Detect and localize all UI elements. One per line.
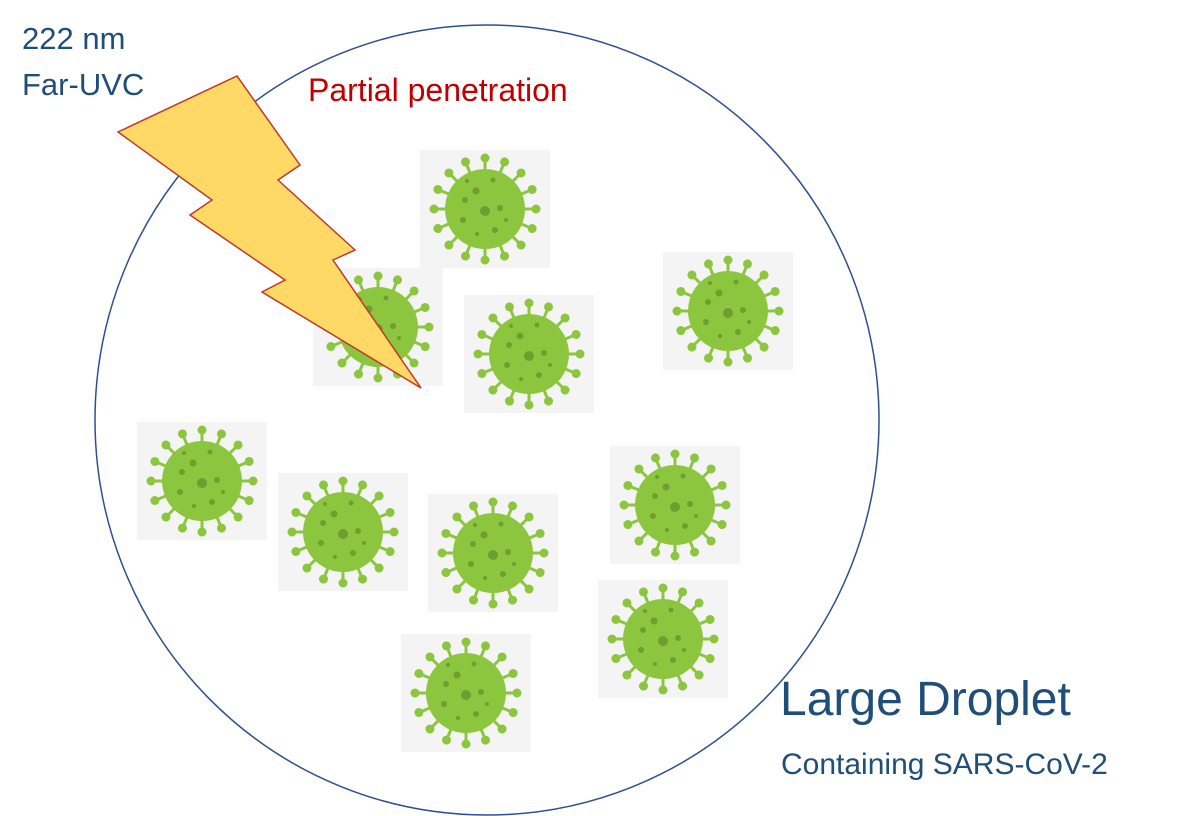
partial-penetration-label: Partial penetration xyxy=(308,72,568,108)
sars-cov-2-virus-icon xyxy=(608,444,742,566)
sars-cov-2-virus-icon xyxy=(426,492,560,614)
sars-cov-2-virus-icon xyxy=(399,632,533,754)
far-uvc-lightning-bolt xyxy=(116,75,422,389)
sars-cov-2-virus-icon xyxy=(135,420,269,542)
large-droplet-circle xyxy=(94,24,880,816)
far-uvc-label: Far-UVC xyxy=(22,67,145,102)
sars-cov-2-virus-icon xyxy=(661,250,795,372)
sars-cov-2-virus-icon xyxy=(462,293,596,415)
large-droplet-title: Large Droplet xyxy=(780,673,1071,726)
droplet-subtitle: Containing SARS-CoV-2 xyxy=(781,748,1108,781)
sars-cov-2-virus-icon xyxy=(276,471,410,593)
wavelength-label: 222 nm xyxy=(22,21,126,56)
sars-cov-2-virus-icon xyxy=(596,578,730,700)
sars-cov-2-virus-icon xyxy=(418,148,552,270)
